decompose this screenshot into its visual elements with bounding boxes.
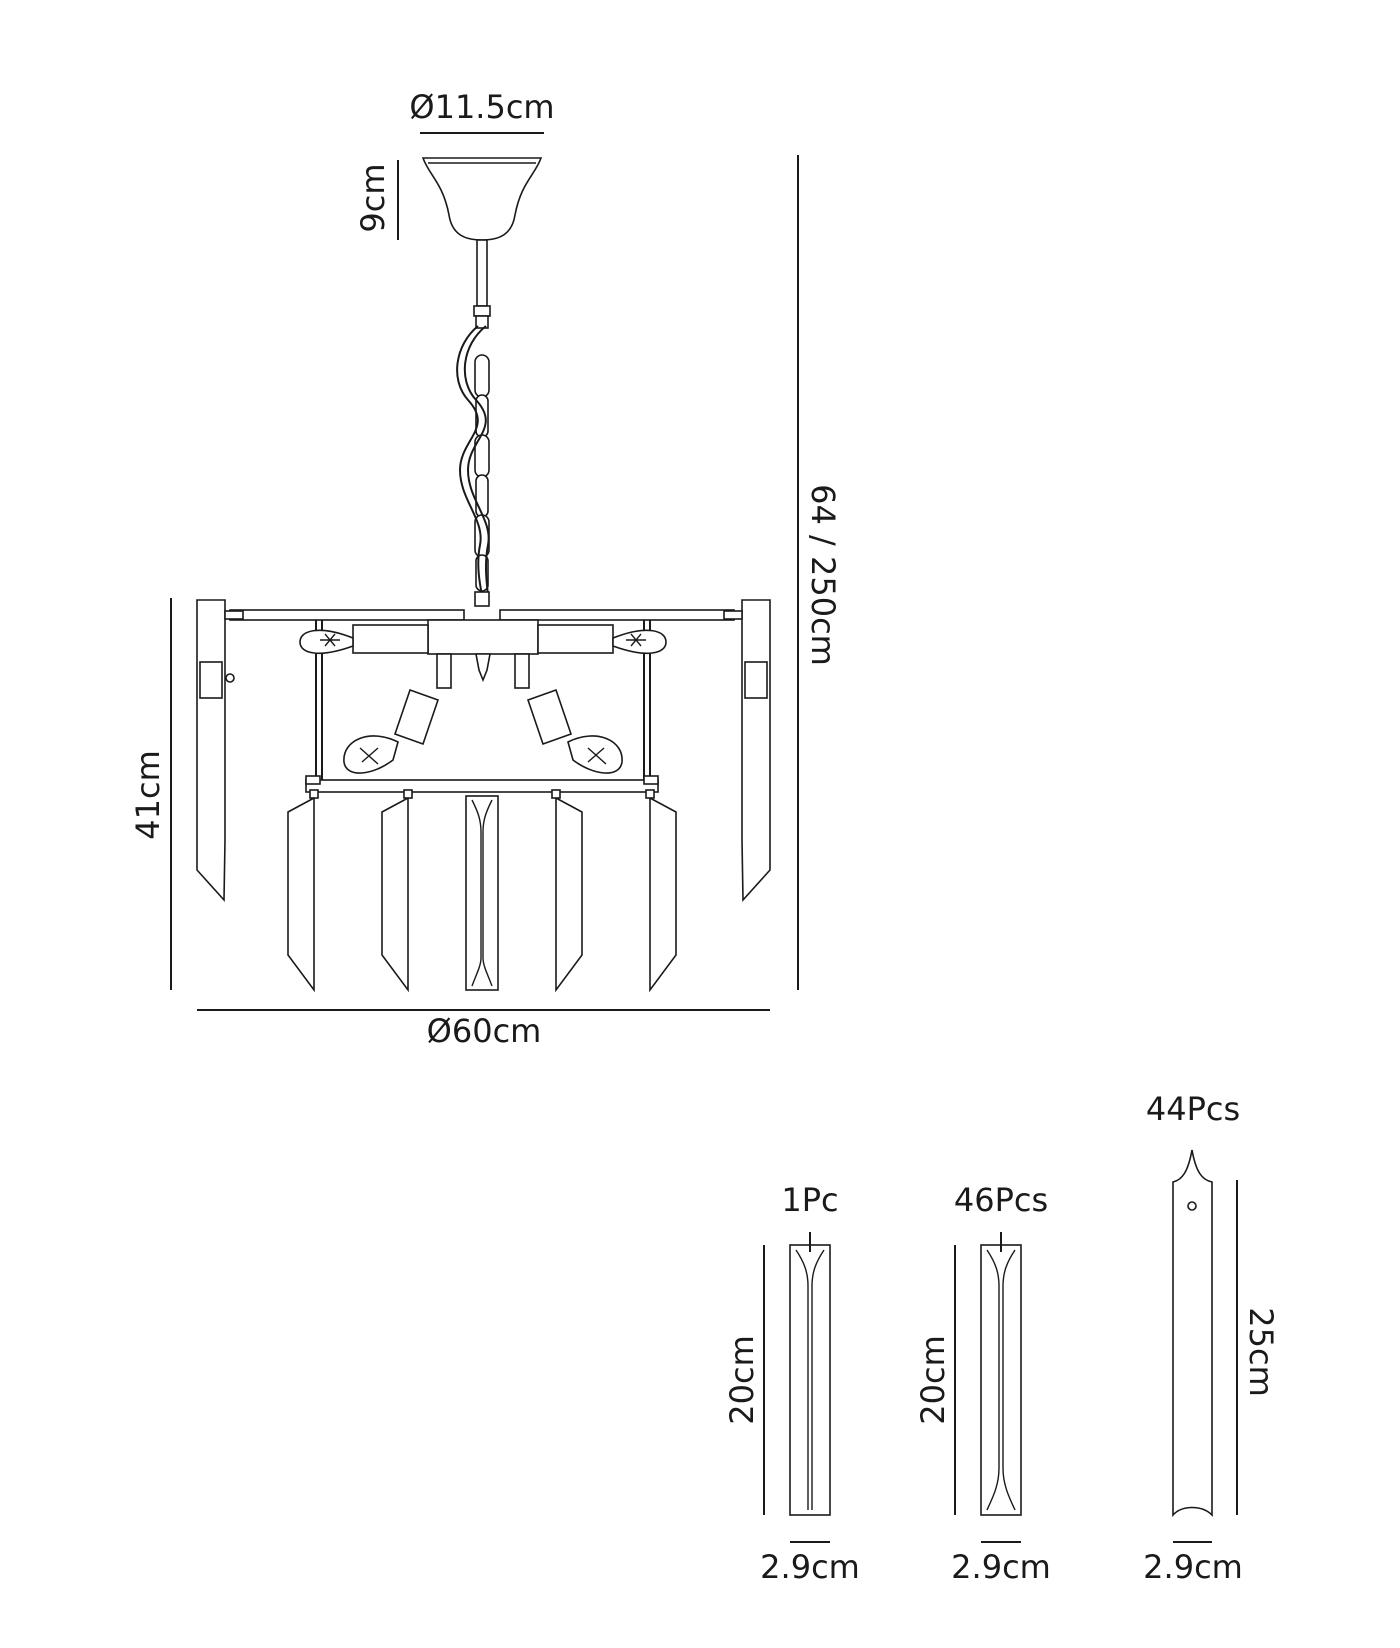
ceiling-canopy <box>421 157 543 307</box>
lamp-holders <box>393 653 573 746</box>
crystal-1-length: 20cm <box>723 1335 761 1424</box>
crystal-type-2 <box>954 1232 1022 1543</box>
crystal-2-width: 2.9cm <box>951 1548 1051 1586</box>
crystal-1-width: 2.9cm <box>760 1548 860 1586</box>
frame <box>229 609 735 793</box>
canopy-diameter-label: Ø11.5cm <box>409 88 554 126</box>
overall-diameter-label: Ø60cm <box>427 1012 542 1050</box>
crystal-1-quantity: 1Pc <box>781 1181 838 1219</box>
crystal-2-length: 20cm <box>914 1335 952 1424</box>
crystal-2-quantity: 46Pcs <box>954 1181 1048 1219</box>
outer-crystals <box>196 599 771 903</box>
crystal-type-1 <box>763 1232 831 1543</box>
chandelier-drawing <box>196 157 771 993</box>
crystal-3-width: 2.9cm <box>1143 1548 1243 1586</box>
crystal-3-quantity: 44Pcs <box>1146 1090 1240 1128</box>
crystal-3-length: 25cm <box>1242 1307 1280 1396</box>
candle-bulbs <box>299 629 667 774</box>
canopy-height-label: 9cm <box>354 163 392 232</box>
crystal-type-3 <box>1172 1149 1238 1543</box>
hanging-crystals <box>287 789 677 993</box>
suspension-chain <box>456 305 491 607</box>
overall-height-label: 64 / 250cm <box>804 484 842 666</box>
body-height-label: 41cm <box>129 750 167 839</box>
main-dimension-lines <box>170 132 799 1011</box>
